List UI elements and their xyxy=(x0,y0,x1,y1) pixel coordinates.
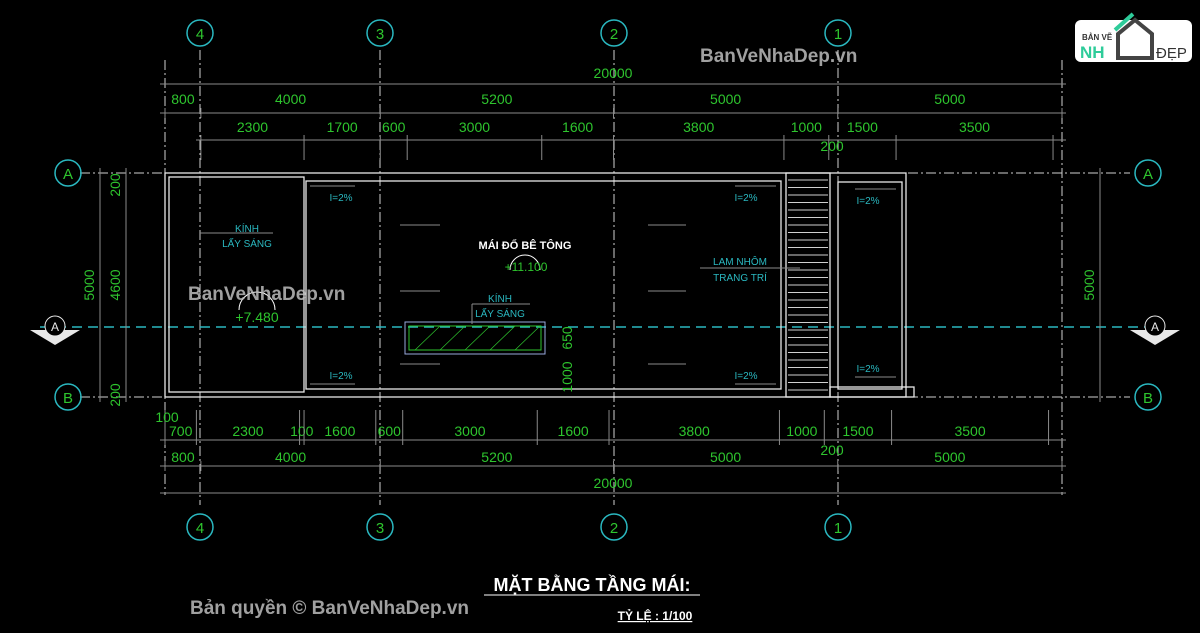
dim-left-200-top: 200 xyxy=(107,173,123,197)
dim-right-outer: 5000 xyxy=(1081,269,1097,300)
grid-label-b-right: B xyxy=(1143,390,1153,407)
dim-bottom-row1: 1000 xyxy=(786,423,817,439)
louver-label-1: LAM NHÔM xyxy=(713,255,767,268)
dim-top-row1: 800 xyxy=(171,91,195,107)
aluminum-louvers xyxy=(788,179,828,391)
watermark-left: BanVeNhaDep.vn xyxy=(188,284,345,305)
slope-label: I=2% xyxy=(856,196,879,207)
level-symbol xyxy=(509,254,541,271)
section-label-right: A xyxy=(1151,320,1159,334)
dim-top-row2: 3800 xyxy=(683,119,714,135)
dim-bottom-total: 20000 xyxy=(594,475,633,491)
dim-top-row2: 2300 xyxy=(237,119,268,135)
dim-bottom-row2: 5000 xyxy=(710,449,741,465)
dim-top-row2: 3000 xyxy=(459,119,490,135)
slope-label: I=2% xyxy=(856,364,879,375)
grid-label-3-bottom: 3 xyxy=(376,520,384,537)
dim-top-extra: 200 xyxy=(820,138,844,154)
roof-label: MÁI ĐỔ BÊ TÔNG xyxy=(479,239,572,252)
level-symbol-left xyxy=(238,291,276,311)
dim-bottom-row1: 3000 xyxy=(454,423,485,439)
skylight-left-label-1: KÍNH xyxy=(235,222,259,235)
grid-label-1: 1 xyxy=(834,26,842,43)
dim-left-200-bottom: 200 xyxy=(107,383,123,407)
skylight-center-label-2: LẤY SÁNG xyxy=(475,307,525,320)
grid-label-a-left: A xyxy=(63,166,73,183)
dim-top-total: 20000 xyxy=(594,65,633,81)
dim-bottom-row1: 600 xyxy=(378,423,402,439)
watermark-top: BanVeNhaDep.vn xyxy=(700,46,857,67)
dim-left-outer: 5000 xyxy=(81,269,97,300)
dim-top-row1: 4000 xyxy=(275,91,306,107)
building-walls xyxy=(164,172,915,398)
louver-label-2: TRANG TRÍ xyxy=(713,271,767,284)
section-label-left: A xyxy=(51,320,59,334)
grid-label-4-bottom: 4 xyxy=(196,520,204,537)
dim-bottom-extra-left: 100 xyxy=(155,409,179,425)
dim-bottom-row1: 3800 xyxy=(679,423,710,439)
dim-bottom-row1: 100 xyxy=(290,423,314,439)
dim-top-row1: 5000 xyxy=(710,91,741,107)
skylight-center xyxy=(404,321,546,355)
grid-label-3: 3 xyxy=(376,26,384,43)
dim-top-row1: 5000 xyxy=(934,91,965,107)
left-level: +7.480 xyxy=(235,309,278,325)
watermark-bottom: Bản quyền © BanVeNhaDep.vn xyxy=(190,598,469,619)
dim-top-row1: 5200 xyxy=(481,91,512,107)
dim-bottom-row1: 1500 xyxy=(842,423,873,439)
logo-line3: ĐẸP xyxy=(1156,45,1187,62)
grid-label-4: 4 xyxy=(196,26,204,43)
drawing-scale: TỶ LỆ : 1/100 xyxy=(618,608,693,623)
dim-bottom-row2: 800 xyxy=(171,449,195,465)
dimension-texts: 800 4000 5200 5000 5000 2300 1700 600 3000 1600 38… xyxy=(164,91,1063,471)
dim-bottom-row1: 700 xyxy=(169,423,193,439)
dim-bottom-row2: 5200 xyxy=(481,449,512,465)
grid-label-2: 2 xyxy=(610,26,618,43)
skylight-left-label-2: LẤY SÁNG xyxy=(222,237,272,250)
dim-bottom-row1: 2300 xyxy=(232,423,263,439)
dim-bottom-extra: 200 xyxy=(820,442,844,458)
dim-top-row2: 1500 xyxy=(847,119,878,135)
roof-level: +11.100 xyxy=(505,260,548,274)
dim-top-row2: 3500 xyxy=(959,119,990,135)
grid-bubbles xyxy=(54,19,1162,541)
skylight-center-label-1: KÍNH xyxy=(488,292,512,305)
dim-left-4600: 4600 xyxy=(107,269,123,300)
slope-label: I=2% xyxy=(329,193,352,204)
dim-bottom-row1: 3500 xyxy=(954,423,985,439)
logo-line2: NH xyxy=(1080,43,1105,62)
dim-skylight-650: 650 xyxy=(559,326,575,350)
drawing-title: MẶT BẰNG TẦNG MÁI: xyxy=(494,574,691,595)
grid-label-1-bottom: 1 xyxy=(834,520,842,537)
logo-line1: BẢN VẼ xyxy=(1082,33,1113,42)
dim-top-row2: 1700 xyxy=(327,119,358,135)
dim-bottom-row2: 5000 xyxy=(934,449,965,465)
grid-label-2-bottom: 2 xyxy=(610,520,618,537)
dim-skylight-1000: 1000 xyxy=(559,361,575,392)
slope-label: I=2% xyxy=(734,193,757,204)
slope-arrows xyxy=(200,185,896,385)
slope-label: I=2% xyxy=(734,371,757,382)
dim-top-row2: 600 xyxy=(382,119,406,135)
dim-bottom-row1: 1600 xyxy=(324,423,355,439)
dim-top-row2: 1000 xyxy=(791,119,822,135)
dim-top-row2: 1600 xyxy=(562,119,593,135)
section-markers xyxy=(30,315,1180,345)
grid-label-b-left: B xyxy=(63,390,73,407)
grid-label-a-right: A xyxy=(1143,166,1153,183)
slope-label: I=2% xyxy=(329,371,352,382)
brand-logo: BẢN VẼ NH ĐẸP xyxy=(1075,12,1192,62)
dim-bottom-row2: 4000 xyxy=(275,449,306,465)
dim-bottom-row1: 1600 xyxy=(558,423,589,439)
